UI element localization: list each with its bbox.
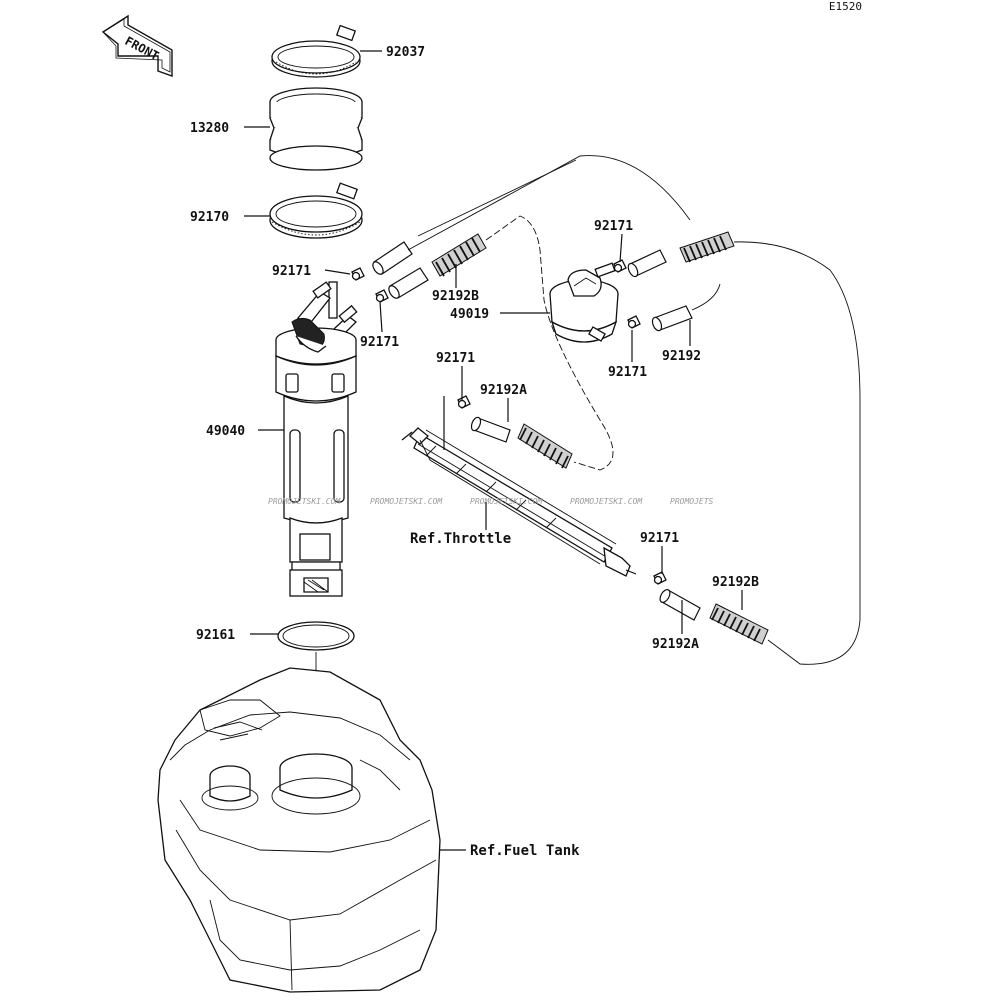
- label-92161: 92161: [196, 628, 235, 643]
- hose-92192A-upper: [470, 416, 511, 443]
- fuel-filter-49019: [549, 262, 619, 343]
- label-13280: 13280: [190, 121, 229, 136]
- label-92171-c: 92171: [594, 219, 633, 234]
- watermark-text-3: PROMOJETSKI.COM: [470, 497, 543, 506]
- diagram-code: E1520: [829, 0, 862, 13]
- hose-92192-filter-top: [627, 249, 667, 278]
- label-49019: 49019: [450, 307, 489, 322]
- hose-92192A-lower: [659, 589, 701, 621]
- label-ref-fuel-tank: Ref.Fuel Tank: [470, 843, 580, 859]
- o-ring-92161: [277, 621, 355, 651]
- coil-hose-92192B-lower: [709, 603, 769, 645]
- clamp-92171-c: [613, 259, 627, 273]
- label-92170: 92170: [190, 210, 229, 225]
- label-92192: 92192: [662, 349, 701, 364]
- clamp-92171-f: [653, 571, 667, 585]
- watermark-strip: PROMOJETSKI.COM PROMOJETSKI.COM PROMOJET…: [268, 497, 714, 506]
- hose-upper-left: [372, 241, 413, 275]
- boot-13280: [269, 87, 363, 171]
- front-arrow-icon: FRONT: [101, 14, 173, 77]
- label-92192B-a: 92192B: [432, 289, 479, 304]
- part-labels: 92037 13280 92170 92171 92171 92192B 921…: [190, 45, 759, 859]
- watermark-text-4: PROMOJETSKI.COM: [570, 497, 643, 506]
- label-92037: 92037: [386, 45, 425, 60]
- watermark-text-5: PROMOJETS: [670, 497, 714, 506]
- clamp-92171-b: [375, 289, 389, 303]
- coil-hose-92192A-throttle: [517, 423, 573, 469]
- clamp-92170: [269, 182, 363, 239]
- hose-92192: [651, 305, 693, 332]
- label-92171-a: 92171: [272, 264, 311, 279]
- label-92171-e: 92171: [436, 351, 475, 366]
- clamp-92171-e: [457, 395, 471, 409]
- leader-lines: [244, 50, 743, 851]
- hose-routing-lines: [407, 155, 861, 665]
- coil-hose-92192B-upper: [431, 233, 487, 277]
- clamp-92171-a: [351, 267, 365, 281]
- clamp-92037: [271, 24, 361, 78]
- label-92192A-a: 92192A: [480, 383, 527, 398]
- watermark-text-2: PROMOJETSKI.COM: [370, 497, 443, 506]
- hose-92192-lower-left: [388, 267, 429, 299]
- label-49040: 49040: [206, 424, 245, 439]
- label-92171-d: 92171: [608, 365, 647, 380]
- coil-hose-filter: [679, 231, 735, 263]
- watermark-text-1: PROMOJETSKI.COM: [268, 497, 341, 506]
- label-ref-throttle: Ref.Throttle: [410, 531, 511, 547]
- label-92192A-b: 92192A: [652, 637, 699, 652]
- fuel-rail-ref-throttle: [401, 427, 637, 577]
- fuel-tank-ref: [157, 667, 441, 993]
- label-92171-f: 92171: [640, 531, 679, 546]
- fuel-pump-49040: [275, 281, 358, 597]
- clamp-92171-d: [627, 315, 641, 329]
- label-92192B-b: 92192B: [712, 575, 759, 590]
- label-92171-b: 92171: [360, 335, 399, 350]
